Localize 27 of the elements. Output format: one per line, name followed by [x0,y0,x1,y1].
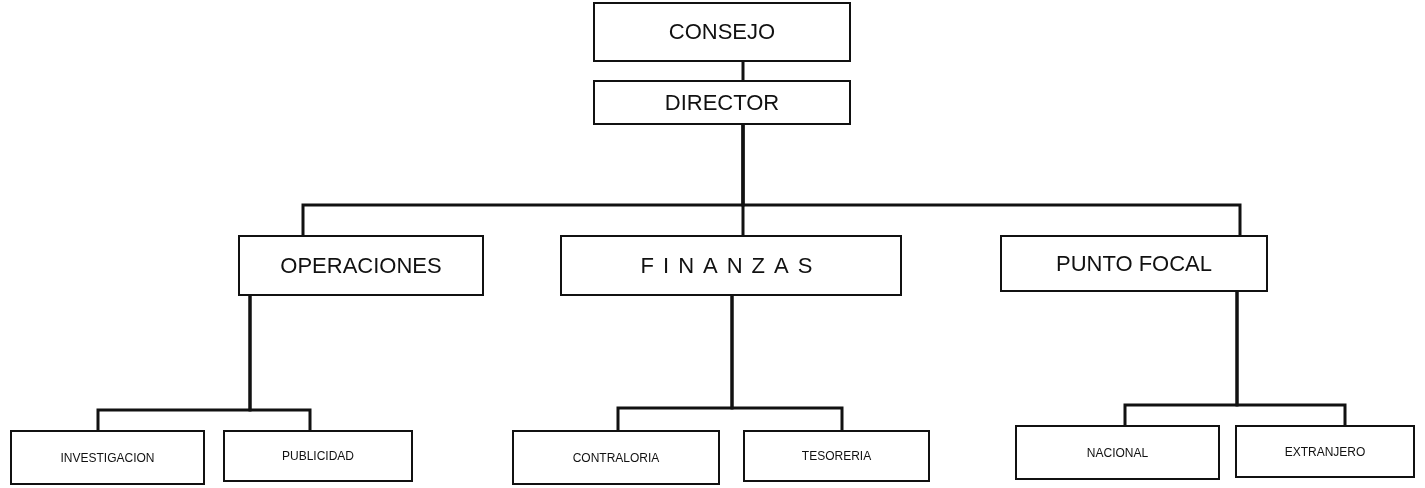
box-label: TESORERIA [801,449,872,463]
org-box [10,430,205,485]
org-box [512,430,720,485]
box-label: CONSEJO [668,19,776,45]
box-label: DIRECTOR [664,89,780,116]
box-label: OPERACIONES [280,252,442,279]
org-box [560,235,902,296]
box-label: CONTRALORIA [572,450,660,465]
org-box [1000,235,1268,292]
connector-line [248,296,312,430]
connector-line [730,296,844,430]
org-box [1235,425,1415,478]
box-label: INVESTIGACION [60,450,155,465]
box-label: EXTRANJERO [1284,444,1366,459]
org-box [593,80,851,125]
org-box [593,2,851,62]
org-box [223,430,413,482]
box-label: NACIONAL [1086,445,1149,460]
box-label: FINANZAS [640,252,822,279]
org-box [743,430,930,482]
connector-line [741,62,745,80]
org-box [1015,425,1220,480]
box-label: PUBLICIDAD [282,449,354,463]
connector-line [741,125,1242,235]
box-label: PUNTO FOCAL [1055,250,1213,277]
org-box [238,235,484,296]
connector-line [1235,292,1347,425]
